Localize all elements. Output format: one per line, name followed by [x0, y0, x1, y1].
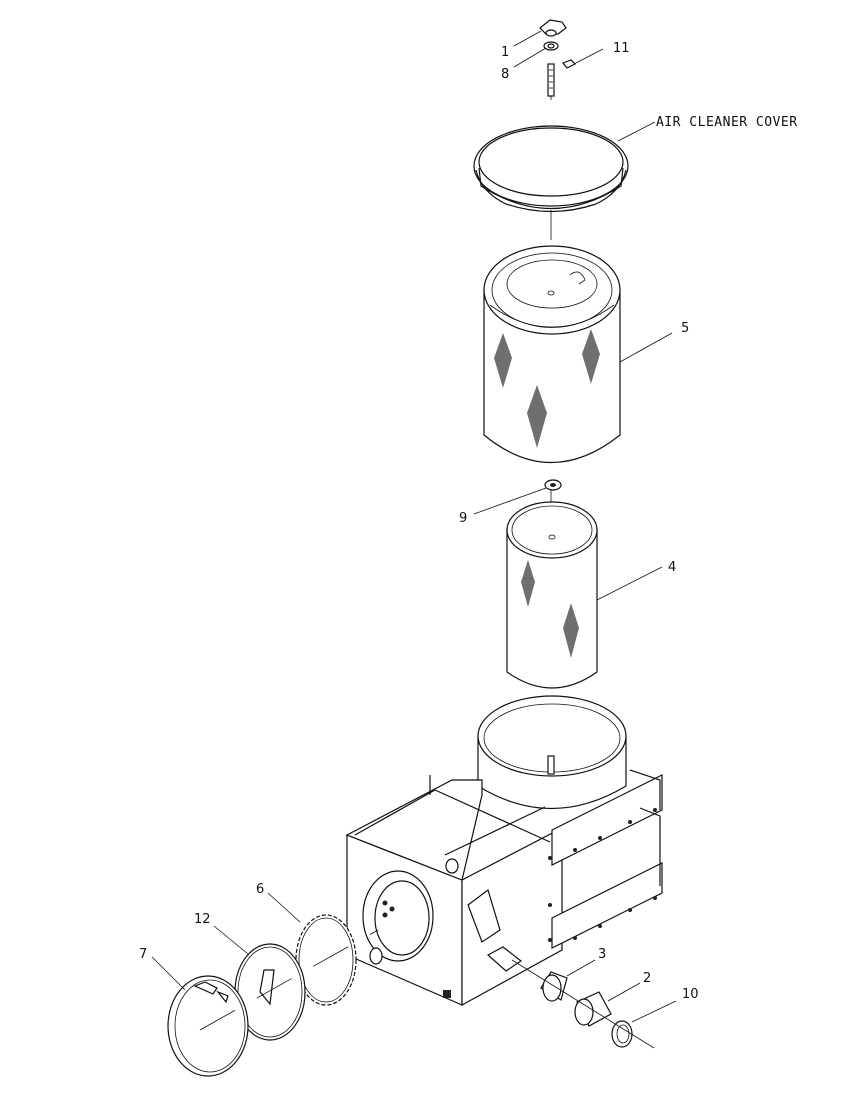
- gasket-part: [295, 914, 357, 1006]
- outer-filter-element-part: [483, 245, 621, 463]
- hose-coupler-part: [574, 991, 612, 1027]
- adapter-fitting-part: [540, 971, 568, 1002]
- callout-3: 3: [598, 947, 606, 962]
- hose-clamp-part: [611, 1020, 633, 1048]
- band-clamp-part: [167, 975, 249, 1077]
- callout-11: 11: [613, 41, 630, 56]
- callout-9: 9: [459, 511, 467, 526]
- callout-2: 2: [643, 971, 651, 986]
- callout-5: 5: [681, 321, 689, 336]
- callout-10: 10: [682, 987, 699, 1002]
- stud-part: [547, 63, 555, 97]
- screw-part: [562, 59, 577, 69]
- air-cleaner-cover-part: [473, 125, 629, 213]
- washer-part: [543, 41, 559, 51]
- callout-4: 4: [668, 560, 676, 575]
- callout-1: 1: [501, 45, 509, 60]
- callout-12: 12: [194, 912, 211, 927]
- callout-6: 6: [256, 882, 264, 897]
- air-cleaner-cover-label: AIR CLEANER COVER: [656, 115, 798, 130]
- seal-part: [544, 479, 562, 491]
- wing-nut-part: [539, 19, 567, 37]
- callout-7: 7: [139, 947, 147, 962]
- air-cleaner-housing: [345, 695, 663, 1007]
- inner-filter-element-part: [506, 501, 598, 689]
- callout-8: 8: [501, 67, 509, 82]
